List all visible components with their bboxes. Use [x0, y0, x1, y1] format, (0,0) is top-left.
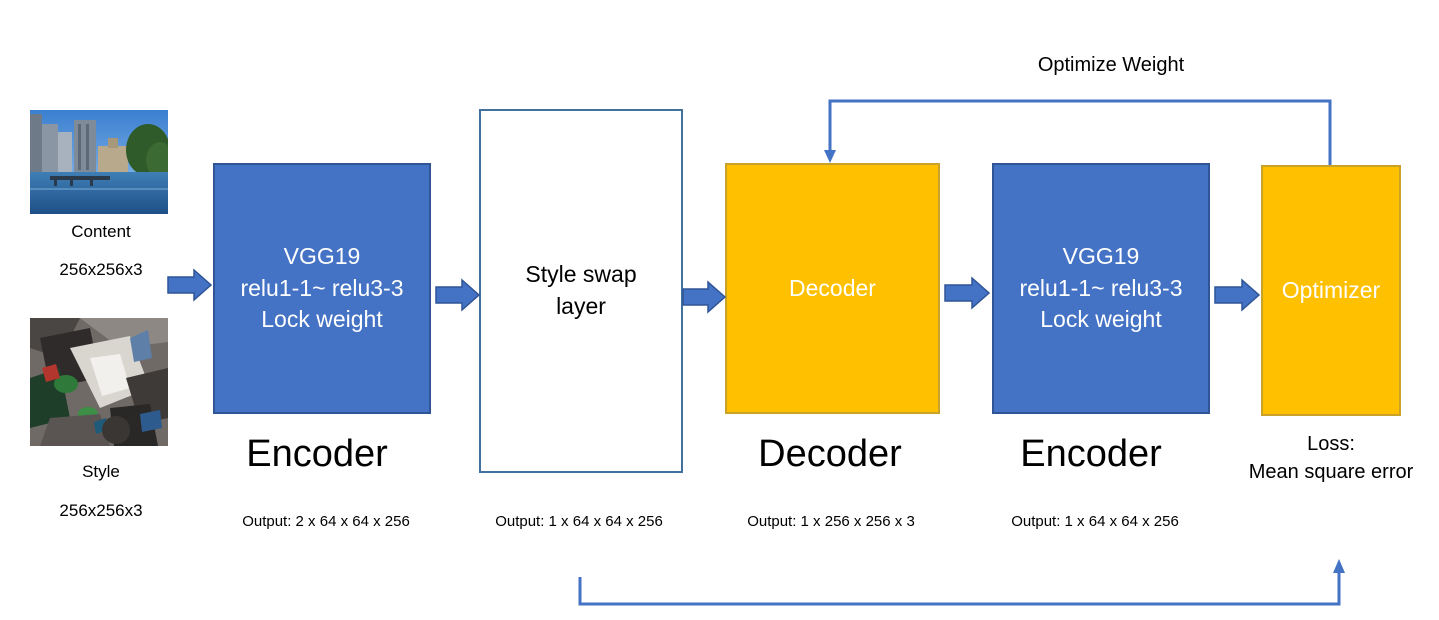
loss-title: Loss:	[1307, 433, 1355, 455]
flow-arrow-encoder-to-swap	[435, 278, 481, 312]
style-image	[30, 318, 168, 446]
encoder-2-output: Output: 1 x 64 x 64 x 256	[1011, 513, 1179, 530]
optimizer-block: Optimizer	[1261, 165, 1401, 416]
flow-arrow-swap-to-decoder	[682, 280, 727, 314]
style-swap-output: Output: 1 x 64 x 64 x 256	[495, 513, 663, 530]
encoder-2-lock: Lock weight	[1040, 306, 1162, 333]
encoder-block-1: VGG19 relu1-1~ relu3-3 Lock weight	[213, 163, 431, 414]
encoder-1-lock: Lock weight	[261, 306, 383, 333]
encoder-2-layers: relu1-1~ relu3-3	[1019, 274, 1183, 301]
optimizer-label: Optimizer	[1281, 276, 1381, 303]
style-swap-line-1: Style swap	[525, 261, 637, 288]
encoder-2-title: Encoder	[1020, 433, 1162, 475]
encoder-1-output: Output: 2 x 64 x 64 x 256	[242, 513, 410, 530]
style-swap-line-2: layer	[556, 293, 606, 319]
flow-arrow-input	[167, 268, 213, 302]
decoder-label: Decoder	[789, 274, 876, 301]
style-swap-block: Style swap layer	[479, 109, 683, 473]
flow-arrow-encoder-to-optimizer	[1214, 278, 1261, 312]
encoder-2-model: VGG19	[1062, 242, 1140, 269]
feedback-connector-top	[824, 99, 1332, 165]
content-label: Content	[71, 222, 131, 241]
loss-function: Mean square error	[1248, 461, 1414, 483]
content-image	[30, 110, 168, 214]
loss-description: Loss: Mean square error	[1221, 430, 1439, 486]
decoder-block: Decoder	[725, 163, 940, 414]
feedback-connector-bottom	[578, 559, 1345, 606]
encoder-1-layers: relu1-1~ relu3-3	[240, 274, 404, 301]
flow-arrow-decoder-to-encoder	[944, 276, 991, 310]
encoder-1-title: Encoder	[246, 433, 388, 475]
content-size-label: 256x256x3	[59, 260, 143, 279]
decoder-output: Output: 1 x 256 x 256 x 3	[747, 513, 915, 530]
encoder-1-model: VGG19	[283, 242, 361, 269]
style-label: Style	[82, 462, 120, 481]
encoder-block-2: VGG19 relu1-1~ relu3-3 Lock weight	[992, 163, 1210, 414]
decoder-title: Decoder	[758, 433, 902, 475]
optimize-weight-label: Optimize Weight	[1037, 54, 1185, 76]
style-size-label: 256x256x3	[59, 501, 143, 520]
